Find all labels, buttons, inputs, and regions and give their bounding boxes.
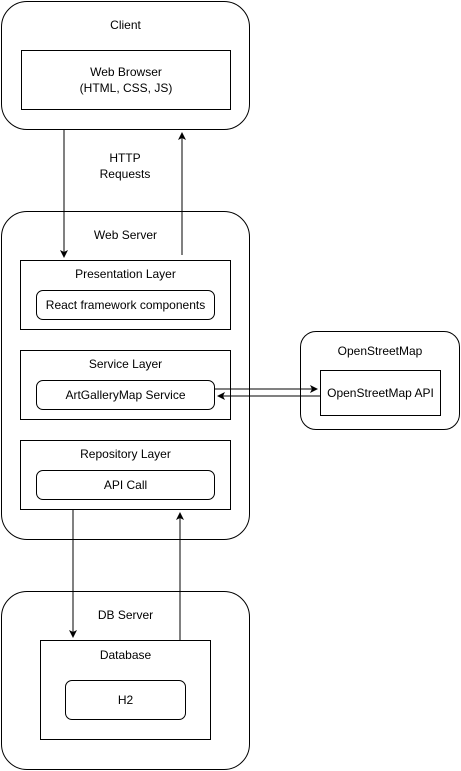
- artgallerymap-service-box: ArtGalleryMap Service: [36, 380, 215, 410]
- web-browser-box: Web Browser (HTML, CSS, JS): [21, 50, 231, 110]
- h2-box: H2: [65, 680, 186, 720]
- web-server-title: Web Server: [93, 228, 158, 242]
- openstreetmap-api-box: OpenStreetMap API: [320, 370, 441, 416]
- db-server-title: DB Server: [97, 608, 154, 622]
- presentation-layer-title: Presentation Layer: [75, 267, 176, 281]
- service-layer-title: Service Layer: [88, 357, 163, 371]
- openstreetmap-title: OpenStreetMap: [337, 344, 423, 358]
- client-title: Client: [110, 18, 141, 32]
- http-requests-label: HTTP Requests: [99, 151, 151, 181]
- repository-layer-title: Repository Layer: [80, 447, 171, 461]
- database-title: Database: [99, 648, 152, 662]
- api-call-box: API Call: [36, 470, 215, 500]
- react-components-box: React framework components: [36, 290, 215, 320]
